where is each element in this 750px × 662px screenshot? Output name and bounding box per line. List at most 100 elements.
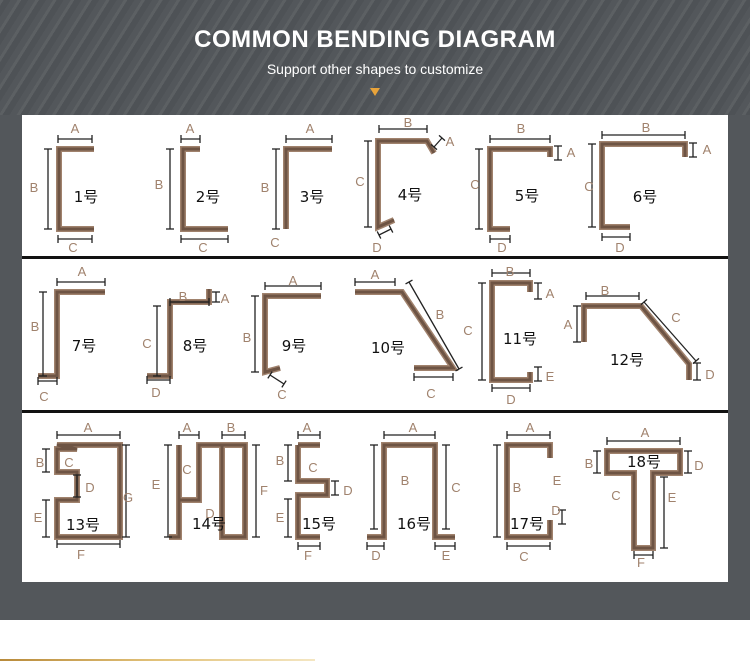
dimension-label: B [276, 453, 285, 468]
dimension-label: D [205, 506, 214, 521]
profile-shape [296, 443, 329, 539]
dimension-label: B [601, 283, 610, 298]
dimension-label: F [304, 548, 312, 563]
row-divider [22, 410, 728, 413]
dimension-label: B [513, 480, 522, 495]
shape-number: 17号 [510, 515, 544, 533]
profile-shape [263, 294, 321, 374]
dimension-label: E [546, 369, 555, 384]
dimension-line [378, 228, 392, 236]
profile-shape [55, 443, 122, 539]
dimension-label: B [404, 115, 413, 130]
dimension-label: C [68, 240, 77, 255]
dimension-label: C [470, 177, 479, 192]
dimension-line [433, 137, 443, 148]
dimension-label: C [584, 179, 593, 194]
dimension-label: D [372, 240, 381, 255]
profile-shape-outline [375, 138, 437, 232]
caret-down-icon [370, 88, 380, 96]
profile-shape [284, 147, 332, 229]
shape-number: 7号 [72, 337, 97, 355]
dimension-label: A [303, 420, 312, 435]
profile-shape [490, 281, 532, 382]
dimension-label: E [442, 548, 451, 563]
profile-shape [355, 290, 456, 370]
profile-shape-outline [262, 293, 321, 376]
shape-number: 9号 [282, 337, 307, 355]
dimension-label: C [451, 480, 460, 495]
dimension-label: E [34, 510, 43, 525]
profile-shape [605, 449, 682, 550]
dimension-label: C [463, 323, 472, 338]
dimension-label: C [64, 455, 73, 470]
gold-divider [0, 659, 315, 661]
dimension-label: A [703, 142, 712, 157]
dimension-label: A [221, 291, 230, 306]
profile-shape [488, 147, 552, 231]
dimension-tick [430, 143, 438, 151]
dimension-label: B [436, 307, 445, 322]
dimension-label: B [36, 455, 45, 470]
dimension-label: B [227, 420, 236, 435]
profile-shape [600, 142, 687, 229]
profile-shape-outline [599, 141, 688, 230]
dimension-label: C [611, 488, 620, 503]
dimension-label: B [517, 121, 526, 136]
dimension-tick [405, 279, 413, 285]
dimension-label: A [446, 134, 455, 149]
dimension-label: C [198, 240, 207, 255]
dimension-label: B [155, 177, 164, 192]
shape-number: 18号 [627, 453, 661, 471]
dimension-label: C [277, 387, 286, 402]
dimension-line [408, 281, 460, 370]
dimension-label: B [585, 456, 594, 471]
dimension-label: A [371, 267, 380, 282]
dimension-label: F [77, 547, 85, 562]
dimension-label: D [85, 480, 94, 495]
dimension-label: B [30, 180, 39, 195]
dimension-label: A [641, 425, 650, 440]
dimension-line [269, 374, 285, 385]
dimension-label: B [179, 289, 188, 304]
decorative-stripes [0, 0, 750, 115]
profile-shape [505, 443, 552, 539]
dimension-label: C [671, 310, 680, 325]
dimension-label: A [567, 145, 576, 160]
dimension-tick [438, 134, 446, 142]
dimension-label: A [183, 420, 192, 435]
dimension-label: D [694, 458, 703, 473]
dimension-label: F [637, 555, 645, 570]
dimension-tick [281, 380, 287, 388]
shape-number: 8号 [183, 337, 208, 355]
dimension-tick [388, 225, 394, 233]
dimension-tick [640, 298, 648, 306]
profile-shape-outline [38, 289, 105, 379]
dimension-label: A [186, 121, 195, 136]
dimension-label: C [426, 386, 435, 401]
shape-number: 10号 [371, 339, 405, 357]
shape-number: 5号 [515, 187, 540, 205]
profile-shape [367, 443, 455, 539]
dimension-label: D [615, 240, 624, 255]
dimension-label: E [152, 477, 161, 492]
dimension-label: B [31, 319, 40, 334]
profile-shape [376, 139, 436, 230]
shape-number: 16号 [397, 515, 431, 533]
dimension-label: A [71, 121, 80, 136]
dimension-label: C [270, 235, 279, 250]
dimension-label: B [261, 180, 270, 195]
profile-shape [38, 290, 105, 378]
dimension-label: A [546, 286, 555, 301]
dimension-label: A [289, 273, 298, 288]
dimension-label: D [343, 483, 352, 498]
dimension-label: C [142, 336, 151, 351]
shape-number: 14号 [192, 515, 226, 533]
dimension-label: C [39, 389, 48, 404]
dimension-label: A [409, 420, 418, 435]
dimension-label: E [553, 473, 562, 488]
shape-number: 12号 [610, 351, 644, 369]
shape-number: 15号 [302, 515, 336, 533]
dimension-label: B [642, 120, 651, 135]
dimension-label: C [355, 174, 364, 189]
dimension-label: C [519, 549, 528, 564]
